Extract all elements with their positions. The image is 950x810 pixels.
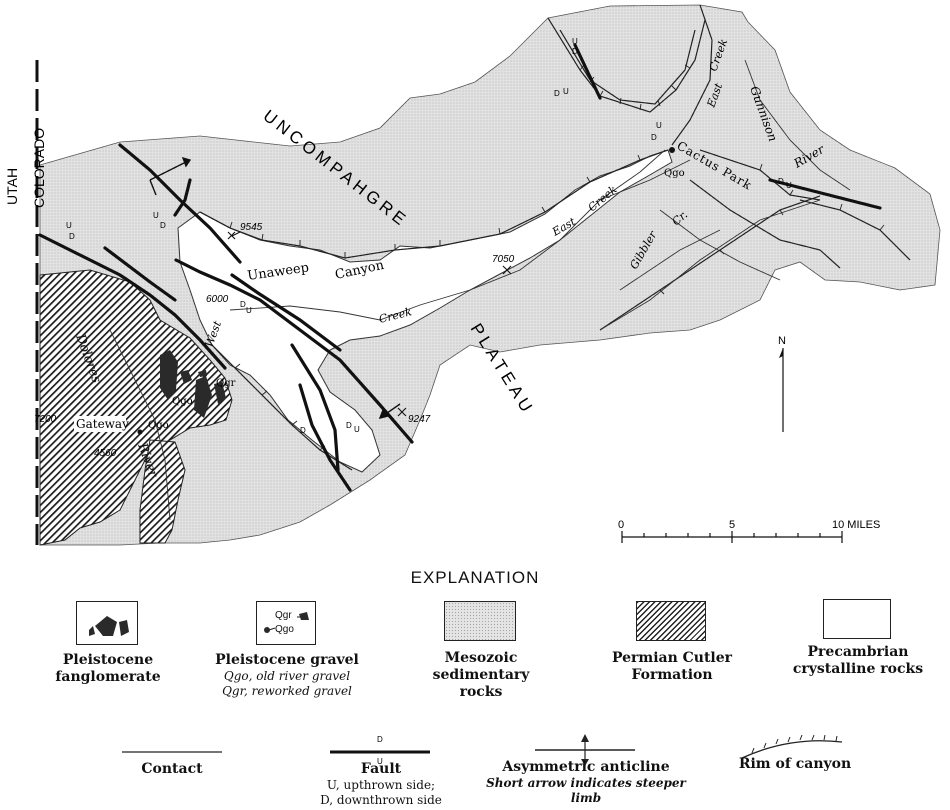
svg-text:U: U — [786, 181, 792, 190]
cutler-item: Permian Cutler Formation — [608, 650, 736, 684]
explanation: EXPLANATION Qgr Qgo Pleistocene fanglome… — [0, 560, 950, 810]
elev-7050: 7050 — [492, 254, 515, 265]
label-qgo-2: Qgo — [148, 420, 169, 431]
rim-symbol — [741, 740, 843, 759]
rim-item: Rim of canyon — [730, 756, 860, 773]
elev-4560: 4560 — [94, 448, 117, 459]
qgr-swatch-label: Qgr — [275, 610, 292, 621]
elev-9247: 9247 — [408, 414, 431, 425]
fault-symbol-d: D — [377, 735, 383, 744]
svg-text:D: D — [572, 47, 578, 56]
svg-text:U: U — [354, 425, 360, 434]
fault-sub-u: U, upthrown side; — [326, 778, 436, 792]
gravel-sub-qgo: Qgo, old river gravel — [223, 669, 351, 683]
fanglomerate-blobs — [89, 616, 129, 636]
label-utah: UTAH — [4, 168, 20, 205]
mesozoic-item: Mesozoic sedimentary rocks — [418, 650, 544, 701]
anticline-label: Asymmetric anticline — [502, 759, 670, 775]
svg-text:D: D — [69, 232, 75, 241]
label-qgr-1: Qgr — [216, 378, 236, 389]
drainage — [109, 59, 851, 521]
scale-bar — [621, 531, 843, 543]
precambrian-swatch — [823, 599, 891, 639]
gravel-swatch: Qgr Qgo — [256, 601, 316, 645]
elev-7200: 7200 — [34, 414, 57, 425]
anticline-sub: Short arrow indicates steeper limb — [486, 776, 686, 805]
qgo-swatch-label: Qgo — [275, 624, 294, 635]
fanglomerate-label: Pleistocene fanglomerate — [55, 652, 161, 685]
svg-text:D: D — [778, 177, 784, 186]
scale-10: 10 MILES — [832, 519, 880, 531]
svg-text:D: D — [554, 89, 560, 98]
fault-item: Fault U, upthrown side; D, downthrown si… — [306, 761, 456, 808]
rim-ticks — [229, 64, 885, 451]
mesozoic-swatch — [444, 601, 516, 641]
scale-5: 5 — [729, 519, 735, 531]
cutler-formation-south — [139, 439, 186, 544]
gravel-sub-qgr: Qgr, reworked gravel — [222, 684, 352, 698]
faults — [38, 43, 882, 492]
label-colorado: COLORADO — [31, 128, 47, 208]
fanglomerate-item: Pleistocene fanglomerate — [10, 652, 206, 686]
symbol-lines: D U — [122, 734, 843, 766]
fault-label: Fault — [360, 761, 402, 777]
svg-text:U: U — [66, 221, 72, 230]
contact-item: Contact — [112, 761, 232, 778]
label-qgo-3: Qgo — [664, 168, 685, 179]
precambrian-label: Precambrian crystalline rocks — [792, 644, 924, 677]
gateway-point — [137, 429, 143, 435]
cutler-label: Permian Cutler Formation — [611, 650, 733, 683]
fanglomerate-2 — [194, 376, 212, 418]
elev-9545: 9545 — [240, 222, 263, 233]
precambrian-item: Precambrian crystalline rocks — [788, 644, 928, 678]
gravel-label: Pleistocene gravel — [215, 652, 359, 668]
rim-label: Rim of canyon — [738, 756, 852, 772]
svg-text:D: D — [160, 221, 166, 230]
cutler-formation — [39, 269, 233, 546]
elevation-crosses — [227, 231, 512, 417]
svg-text:N: N — [778, 335, 786, 347]
anticline-axis — [149, 156, 401, 420]
cactus-park-point — [669, 147, 675, 153]
fanglomerate-4 — [214, 382, 226, 404]
svg-text:D: D — [651, 133, 657, 142]
svg-text:D: D — [240, 300, 246, 309]
elev-6000: 6000 — [206, 294, 229, 305]
svg-text:U: U — [563, 87, 569, 96]
cutler-swatch — [636, 601, 706, 641]
fanglomerate-1 — [160, 350, 178, 400]
fault-symbol-u: U — [377, 757, 383, 766]
svg-text:U: U — [656, 121, 662, 130]
gravel-marks — [264, 612, 309, 633]
svg-text:D: D — [346, 421, 352, 430]
fanglomerate-3 — [180, 370, 192, 384]
contact-label: Contact — [141, 761, 203, 777]
geologic-map: UTAH COLORADO UNCOMPAHGRE PLATEAU Unawee… — [4, 4, 941, 546]
anticline-item: Asymmetric anticline Short arrow indicat… — [470, 759, 702, 806]
svg-text:D: D — [300, 426, 306, 435]
svg-text:U: U — [246, 306, 252, 315]
label-qgo-1: Qgo — [172, 396, 193, 407]
svg-text:U: U — [572, 37, 578, 46]
fault-sub-d: D, downthrown side — [320, 793, 442, 807]
fanglomerate-swatch — [76, 601, 138, 645]
fanglomerate-5 — [198, 370, 207, 377]
scale-0: 0 — [618, 519, 624, 531]
explanation-title: EXPLANATION — [410, 568, 540, 587]
north-arrow: N — [778, 335, 786, 432]
svg-text:U: U — [153, 211, 159, 220]
mesozoic-label: Mesozoic sedimentary rocks — [432, 650, 530, 700]
label-gateway: Gateway — [76, 417, 129, 431]
gravel-item: Pleistocene gravel Qgo, old river gravel… — [212, 652, 362, 699]
